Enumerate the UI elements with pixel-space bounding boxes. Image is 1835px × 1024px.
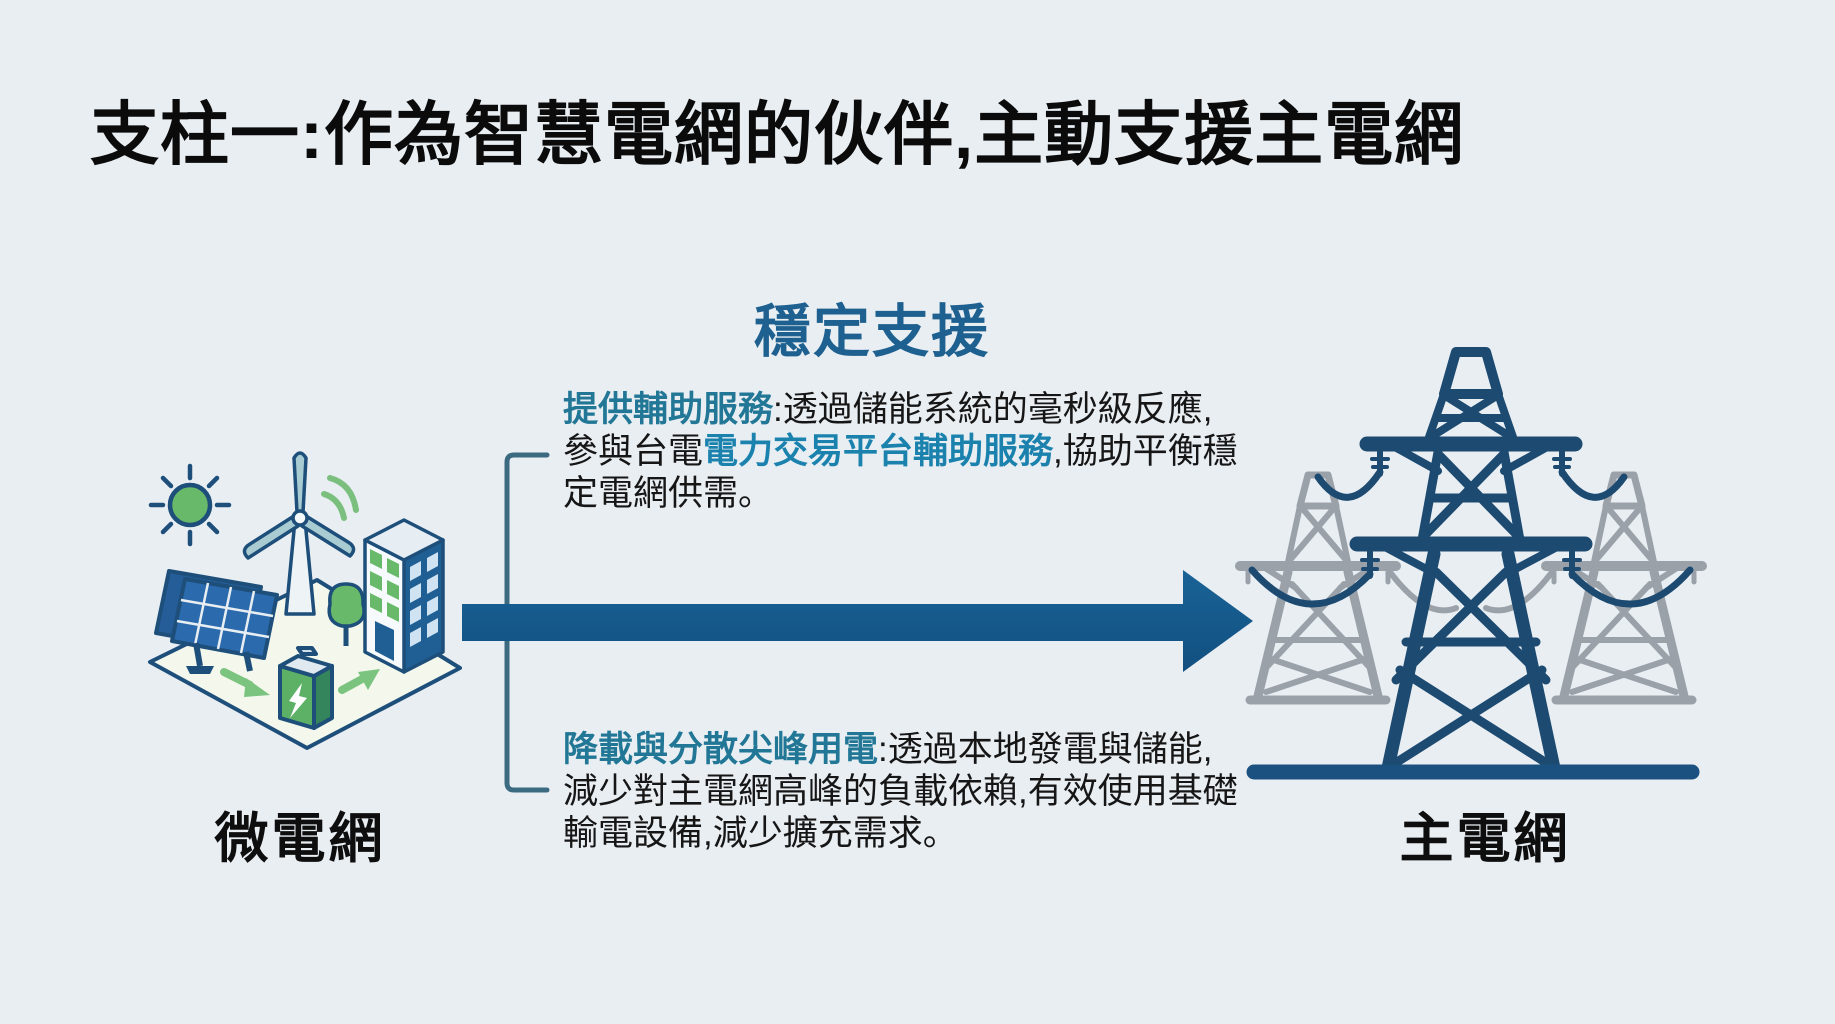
energy-flow-arrow-right-icon <box>338 669 380 694</box>
building-windows-light <box>410 552 438 647</box>
service-point-1-colon: : <box>773 390 783 429</box>
building-door <box>375 621 394 661</box>
service-point-1-text: 透過儲能系統的毫秒級反應,參與台電 <box>563 390 1213 471</box>
service-point-1: 提供輔助服務:透過儲能系統的毫秒級反應,參與台電電力交易平台輔助服務,協助平衡穩… <box>563 389 1241 515</box>
sun-icon <box>148 463 232 547</box>
service-point-1-highlight: 電力交易平台輔助服務 <box>703 432 1054 471</box>
transmission-tower-left-icon <box>1240 475 1396 700</box>
service-point-2-colon: : <box>878 730 888 769</box>
flow-arrow-icon <box>462 570 1253 672</box>
microgrid-label: 微電網 <box>214 809 386 869</box>
microgrid-illustration <box>148 451 462 750</box>
service-point-1-text-2: ,協助平衡穩定電網供需。 <box>563 432 1238 513</box>
page-title: 支柱一:作為智慧電網的伙伴,主動支援主電網 <box>90 96 1465 173</box>
solar-panel-icon <box>154 569 279 674</box>
service-point-2-text: 透過本地發電與儲能,減少對主電網高峰的負載依賴,有效使用基礎輸電設備,減少擴充需… <box>563 730 1238 853</box>
tree-icon <box>327 582 366 646</box>
power-wires-blue <box>1248 468 1694 608</box>
energy-flow-arrow-left-icon <box>220 668 270 697</box>
lightning-bolt-icon <box>289 683 307 718</box>
maingrid-label: 主電網 <box>1399 809 1571 869</box>
main-grid-illustration <box>1230 347 1710 780</box>
service-point-2-lead: 降載與分散尖峰用電 <box>563 730 879 769</box>
wind-gust-icon <box>321 475 359 521</box>
building-icon <box>363 518 445 674</box>
building-windows-green <box>370 549 399 622</box>
service-point-2: 降載與分散尖峰用電:透過本地發電與儲能,減少對主電網高峰的負載依賴,有效使用基礎… <box>563 729 1241 855</box>
section-heading: 穩定支援 <box>754 300 990 364</box>
wind-turbine-icon <box>242 451 356 616</box>
battery-icon <box>278 646 334 730</box>
transmission-tower-center-icon <box>1349 347 1593 775</box>
service-point-1-lead: 提供輔助服務 <box>563 390 774 429</box>
transmission-tower-right-icon <box>1546 475 1702 700</box>
